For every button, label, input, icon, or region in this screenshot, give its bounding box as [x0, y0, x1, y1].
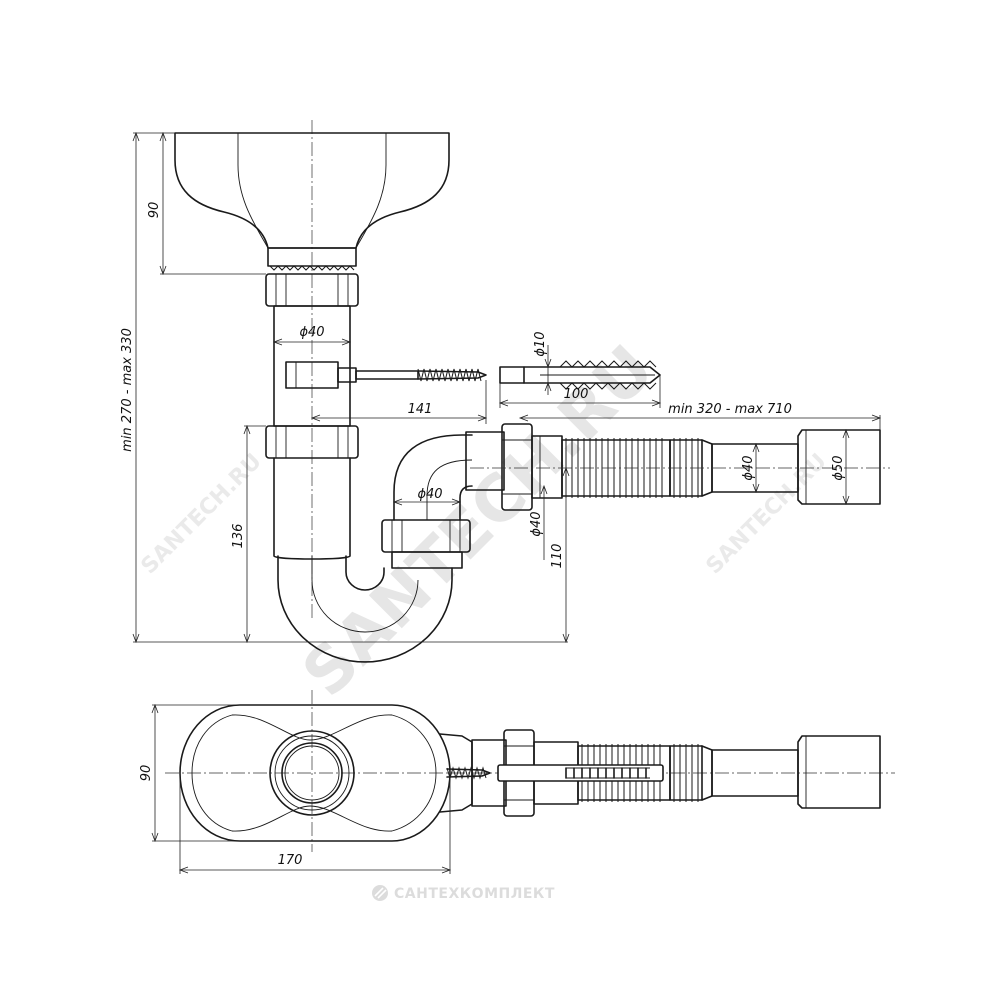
watermark: SANTECH.RU SANTECH.RU SANTECH.RU — [137, 332, 832, 711]
dim-bend-diameter: ϕ40 — [417, 487, 442, 502]
dim-funnel-height: 90 — [147, 202, 162, 219]
dim-hose-length: min 320 - max 710 — [668, 402, 792, 417]
brand-logo-text: САНТЕХКОМПЛЕКТ — [394, 886, 555, 902]
trap-bend — [273, 457, 453, 663]
brand-logo: САНТЕХКОМПЛЕКТ — [372, 885, 555, 902]
plan-dowel — [497, 764, 664, 782]
plan-dimensions: 90 170 — [139, 703, 452, 874]
front-dimensions: 90 min 270 - max 330 ϕ40 ϕ10 100 — [120, 131, 882, 644]
watermark-right-text: SANTECH.RU — [702, 449, 832, 579]
middle-nut — [265, 425, 359, 459]
plan-oval-body — [179, 704, 451, 842]
funnel — [174, 132, 450, 271]
dim-dowel-diameter: ϕ10 — [533, 331, 548, 356]
dim-trap-height: 136 — [231, 524, 246, 549]
dim-overall-height: min 270 - max 330 — [120, 328, 135, 452]
front-view: 90 min 270 - max 330 ϕ40 ϕ10 100 — [120, 120, 890, 663]
plan-view: 90 170 — [139, 690, 895, 874]
dim-outlet-height: 110 — [550, 544, 565, 569]
dim-pipe-diameter: ϕ40 — [299, 325, 324, 340]
dim-bracket-offset: 141 — [408, 402, 433, 417]
plan-screw — [446, 766, 491, 780]
brand-logo-icon — [372, 885, 388, 901]
dim-hose-end-diameter: ϕ50 — [831, 455, 846, 480]
wall-bracket — [285, 361, 487, 389]
outlet-elbow — [393, 434, 473, 521]
plan-drain-hole — [269, 730, 355, 816]
dim-dowel-length: 100 — [564, 387, 589, 402]
corrugated-hose — [470, 429, 890, 505]
dim-plan-width: 90 — [139, 765, 154, 782]
dim-plan-length: 170 — [278, 853, 303, 868]
dim-outlet-diameter: ϕ40 — [529, 511, 544, 536]
dim-hose-inner-diameter: ϕ40 — [741, 455, 756, 480]
watermark-main-text: SANTECH.RU — [289, 332, 668, 711]
bend-nut — [381, 519, 471, 569]
